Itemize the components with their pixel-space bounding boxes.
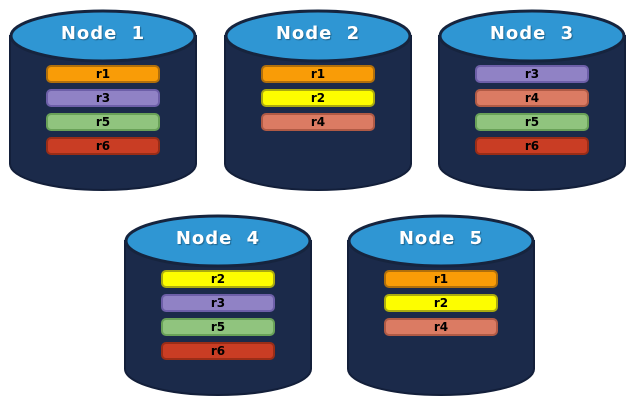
replica-bar: r2 [261,89,375,107]
replica-bar: r4 [261,113,375,131]
replica-bar: r4 [384,318,498,336]
replica-bar: r6 [475,137,589,155]
replica-list: r3 r4 r5 r6 [436,65,628,155]
cylinder-top-shape [124,214,312,268]
replica-bar: r2 [384,294,498,312]
cylinder-top-shape [9,9,197,63]
replica-bar: r5 [475,113,589,131]
replica-bar: r2 [161,270,275,288]
node-label: Node 2 [275,23,361,44]
node-cylinder-4: Node 4 r2 r3 r5 r6 [122,213,314,401]
node-label: Node 5 [398,228,484,249]
replica-list: r1 r3 r5 r6 [7,65,199,155]
replica-bar: r6 [161,342,275,360]
cylinder-top-shape [347,214,535,268]
node-label: Node 4 [175,228,261,249]
cylinder-top-shape [438,9,626,63]
node-cylinder-1: Node 1 r1 r3 r5 r6 [7,8,199,196]
node-cylinder-2: Node 2 r1 r2 r4 [222,8,414,196]
replica-bar: r1 [46,65,160,83]
node-cylinder-3: Node 3 r3 r4 r5 r6 [436,8,628,196]
replica-bar: r3 [161,294,275,312]
replica-list: r2 r3 r5 r6 [122,270,314,360]
node-label: Node 1 [60,23,146,44]
replica-bar: r3 [475,65,589,83]
replica-bar: r5 [46,113,160,131]
replica-bar: r3 [46,89,160,107]
replica-list: r1 r2 r4 [345,270,537,336]
replica-bar: r6 [46,137,160,155]
node-cylinder-5: Node 5 r1 r2 r4 [345,213,537,401]
replica-list: r1 r2 r4 [222,65,414,131]
node-label: Node 3 [489,23,575,44]
replica-bar: r4 [475,89,589,107]
replica-bar: r1 [261,65,375,83]
cylinder-top-shape [224,9,412,63]
replica-bar: r5 [161,318,275,336]
replica-bar: r1 [384,270,498,288]
